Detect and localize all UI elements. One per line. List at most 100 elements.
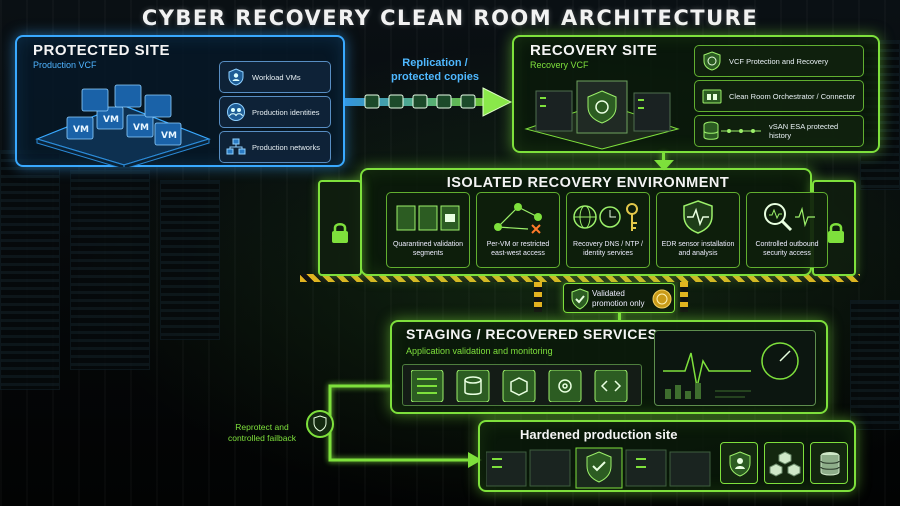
- orchestrator-icon: [701, 85, 723, 107]
- connector-gate-to-staging: [618, 313, 621, 321]
- shield-refresh-icon: [701, 50, 723, 72]
- staging-servers: [402, 364, 642, 406]
- vm-cube: [126, 114, 154, 138]
- gate-post-left: [534, 282, 542, 312]
- network-cubes-icon: [769, 451, 801, 477]
- secure-network-tile: [764, 442, 804, 484]
- lock-icon: [388, 94, 404, 109]
- database-icon: [820, 452, 840, 476]
- vm-cluster-illustration: VM VM VM VM: [35, 84, 211, 167]
- promotion-line-2: promotion only: [592, 298, 645, 308]
- shield-check-icon: [571, 288, 589, 310]
- lock-icon: [412, 94, 428, 109]
- cube-icon: [502, 370, 536, 402]
- vm-cube: [144, 94, 172, 118]
- ire-hazard-stripe: [300, 274, 860, 282]
- arrow-head: [468, 452, 482, 468]
- vcf-protection-card: VCF Protection and Recovery: [694, 45, 864, 77]
- recovery-dns-label: Recovery DNS / NTP / identity services: [573, 241, 643, 257]
- code-icon: [594, 370, 628, 402]
- staging-service-icons: [411, 370, 628, 402]
- vm-label: VM: [133, 123, 149, 133]
- vm-label: VM: [161, 131, 177, 141]
- hardened-site-panel: Hardened production site: [478, 420, 856, 492]
- shield-user-icon: [729, 451, 751, 477]
- background-rack-left-3: [160, 180, 220, 340]
- vm-cube: [81, 88, 109, 112]
- protected-site-subtitle: Production VCF: [33, 60, 97, 70]
- outbound-access-card: Controlled outbound security access: [746, 192, 828, 268]
- shield-refresh-icon: [587, 90, 617, 124]
- ire-left-pillar: [318, 180, 362, 276]
- recovery-servers-illustration: [524, 80, 680, 150]
- database-icon: [456, 370, 490, 402]
- reprotect-line-2: controlled failback: [227, 433, 297, 443]
- lock-icon: [460, 94, 476, 109]
- secure-database-tile: [810, 442, 848, 484]
- vm-label: VM: [103, 115, 119, 125]
- background-rack-right-2: [850, 300, 900, 430]
- production-networks-card: Production networks: [219, 131, 331, 163]
- vm-cube: [66, 116, 94, 140]
- vm-cube: [154, 122, 182, 146]
- staging-panel: STAGING / RECOVERED SERVICES Application…: [390, 320, 828, 414]
- clean-room-orchestrator-card: Clean Room Orchestrator / Connector: [694, 80, 864, 112]
- quarantine-servers-icon: [387, 199, 469, 235]
- staging-subtitle: Application validation and monitoring: [406, 346, 553, 356]
- shield-heartbeat-icon: [657, 199, 739, 235]
- network-graph-icon: [477, 199, 559, 235]
- replication-caption: Replication / protected copies: [365, 56, 505, 84]
- replication-line-2: protected copies: [390, 71, 480, 83]
- production-networks-label: Production networks: [252, 142, 320, 152]
- recovery-dns-card: Recovery DNS / NTP / identity services: [566, 192, 650, 268]
- background-rack-left-2: [70, 170, 150, 370]
- shield-user-icon: [226, 67, 246, 87]
- lock-icon: [436, 94, 452, 109]
- secure-identity-tile: [720, 442, 758, 484]
- background-rack-left: [0, 150, 60, 390]
- vm-cube: [114, 84, 142, 108]
- lock-icon: [364, 94, 380, 109]
- workload-vms-label: Workload VMs: [252, 72, 301, 82]
- monitoring-dashboard: [654, 330, 816, 406]
- vsan-history-label: vSAN ESA protected history: [769, 122, 839, 140]
- down-arrow-icon: [654, 160, 674, 171]
- database-timeline-icon: [701, 120, 763, 142]
- workload-vms-card: Workload VMs: [219, 61, 331, 93]
- quarantined-segments-card: Quarantined validation segments: [386, 192, 470, 268]
- protected-site-panel: PROTECTED SITE Production VCF VM VM VM V…: [15, 35, 345, 167]
- reprotect-shield-icon: [306, 410, 334, 438]
- recovery-site-subtitle: Recovery VCF: [530, 60, 589, 70]
- staging-heading: STAGING / RECOVERED SERVICES: [406, 326, 658, 342]
- ire-heading: ISOLATED RECOVERY ENVIRONMENT: [446, 175, 730, 191]
- protected-site-heading: PROTECTED SITE: [33, 42, 171, 59]
- validated-promotion-gate: Validated promotion only: [563, 283, 675, 313]
- recovery-site-panel: RECOVERY SITE Recovery VCF VCF Protectio…: [512, 35, 880, 153]
- east-west-access-card: Per-VM or restricted east-west access: [476, 192, 560, 268]
- users-icon: [226, 102, 246, 122]
- production-identities-label: Production identities: [252, 107, 320, 117]
- globe-clock-key-icon: [567, 199, 649, 235]
- reprotect-line-1: Reprotect and: [235, 422, 289, 432]
- hardened-servers-illustration: [486, 447, 711, 489]
- clean-room-orchestrator-label: Clean Room Orchestrator / Connector: [729, 91, 856, 101]
- reprotect-loop-path: [328, 384, 482, 468]
- vsan-history-card: vSAN ESA protected history: [694, 115, 864, 147]
- diagram-title: CYBER RECOVERY CLEAN ROOM ARCHITECTURE: [141, 6, 759, 30]
- monitoring-chart-icon: [663, 342, 799, 399]
- quarantined-segments-label: Quarantined validation segments: [392, 241, 464, 257]
- edr-sensor-label: EDR sensor installation and analysis: [661, 241, 735, 257]
- promotion-line-1: Validated: [592, 289, 625, 298]
- promotion-caption: Validated promotion only: [592, 289, 644, 308]
- outbound-access-label: Controlled outbound security access: [755, 241, 819, 257]
- connector-recovery-to-ire: [662, 153, 665, 165]
- edr-sensor-card: EDR sensor installation and analysis: [656, 192, 740, 268]
- recovery-site-heading: RECOVERY SITE: [530, 42, 658, 59]
- magnifier-signal-icon: [747, 199, 827, 235]
- network-icon: [226, 137, 246, 157]
- vm-cube: [96, 106, 124, 130]
- vm-label: VM: [73, 125, 89, 135]
- reprotect-caption: Reprotect and controlled failback: [220, 422, 304, 444]
- gear-icon: [548, 370, 582, 402]
- padlock-icon: [828, 223, 844, 243]
